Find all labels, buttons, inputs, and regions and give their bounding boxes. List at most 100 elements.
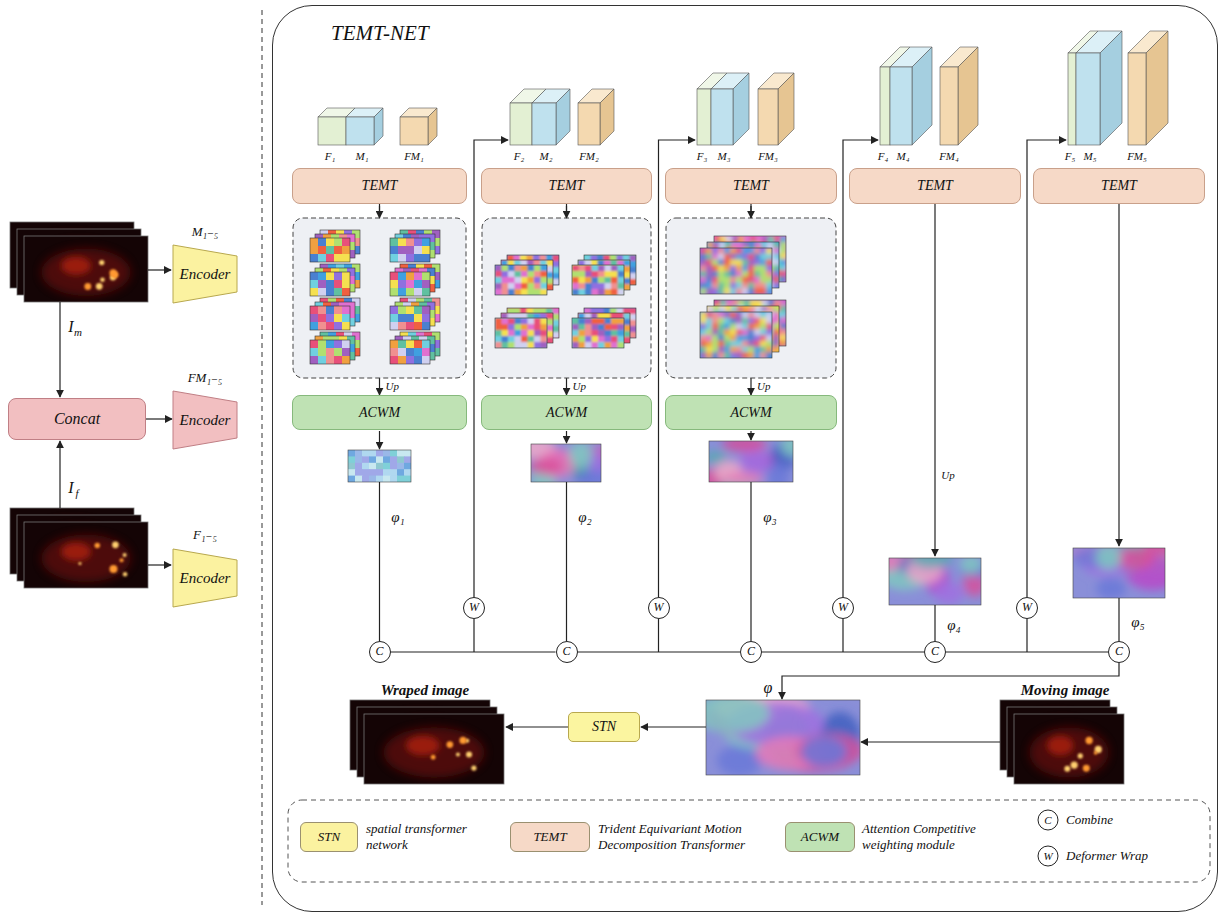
body-glow: [41, 249, 130, 297]
organ: [406, 736, 440, 756]
feature-cells: [714, 300, 786, 346]
feature-map: [395, 302, 435, 326]
feature-cell: [414, 272, 423, 281]
block-front: [346, 117, 374, 145]
feature-cell: [605, 277, 612, 284]
feature-cell: [553, 273, 560, 280]
feature-cell: [334, 322, 343, 330]
feature-cell: [706, 271, 713, 277]
feature-cell: [422, 356, 430, 364]
feature-cell: [706, 260, 713, 266]
feature-cell: [718, 288, 725, 294]
feature-cell: [766, 254, 772, 260]
feature-cell: [712, 265, 719, 271]
flow-line: [1026, 619, 1027, 652]
feature-cell: [624, 337, 631, 343]
temt-box: TEMT: [292, 168, 467, 204]
feature-cell: [732, 300, 739, 306]
feature-cell: [547, 331, 554, 338]
feature-cell: [736, 352, 743, 358]
feature-cell: [756, 236, 763, 242]
feature-cell: [732, 236, 739, 242]
flow-border: [348, 450, 411, 482]
feature-cells: [395, 302, 435, 326]
panel-title: TEMT-NET: [331, 22, 429, 45]
flow-line: [474, 140, 508, 597]
feature-cell: [766, 288, 772, 294]
feature-cell: [592, 342, 599, 348]
feature-cell: [720, 236, 727, 242]
feature-cell: [598, 289, 605, 295]
feature-cell: [310, 254, 319, 262]
feature-cell: [398, 288, 407, 296]
body-glow: [41, 535, 130, 583]
feature-cell: [414, 340, 423, 349]
feature-cell: [630, 279, 637, 285]
feature-map-border: [572, 318, 624, 348]
feature-cell: [534, 271, 541, 278]
feature-cell: [742, 288, 749, 294]
feature-block: [758, 73, 794, 145]
cell-ground: [395, 268, 435, 292]
feature-map: [400, 230, 440, 254]
feature-cell: [422, 288, 430, 296]
flow-cell: [362, 469, 370, 476]
flow-line: [641, 726, 706, 727]
feature-map-border: [700, 312, 772, 358]
feature-cell: [553, 261, 560, 268]
feature-map-border: [578, 313, 630, 343]
feature-map-border: [310, 238, 350, 262]
flow-border: [1073, 548, 1165, 598]
flow-blob: [780, 441, 793, 456]
feature-cells: [395, 234, 435, 258]
feature-cell: [598, 283, 605, 290]
organ: [1047, 736, 1073, 756]
flow-cell: [355, 450, 363, 457]
feature-cell: [398, 356, 407, 364]
feature-cell: [780, 323, 786, 329]
feature-cell: [406, 340, 415, 349]
feature-cell: [495, 324, 502, 331]
hot-spot: [112, 541, 119, 548]
feature-cell: [730, 341, 737, 347]
feature-cell: [714, 236, 721, 242]
feature-cells: [707, 242, 779, 288]
feature-cell: [541, 324, 548, 331]
feature-cell: [748, 248, 755, 254]
flow-blob: [723, 472, 763, 482]
feature-cell: [706, 329, 713, 335]
feature-cell: [712, 324, 719, 330]
feature-cell: [748, 329, 755, 335]
feature-cell: [398, 254, 407, 262]
flow-blob: [767, 461, 789, 482]
cell-ground: [400, 332, 440, 356]
cell-ground: [390, 272, 430, 296]
feature-map-border: [310, 272, 350, 296]
flow-border: [531, 444, 601, 482]
feature-cell: [310, 314, 319, 323]
flow-cell: [355, 463, 363, 470]
flow-cell: [390, 456, 398, 463]
feature-cell: [605, 342, 612, 348]
feature-cell: [706, 324, 713, 330]
feature-cell: [572, 289, 579, 295]
feature-cell: [334, 272, 343, 281]
acwm-box: ACWM: [481, 395, 652, 430]
flow-cell: [404, 476, 411, 482]
feature-cell: [748, 352, 755, 358]
feature-cell: [310, 356, 319, 364]
feature-cell: [515, 330, 522, 337]
feature-cell: [541, 342, 548, 348]
feature-map: [315, 234, 355, 258]
feature-cell: [724, 318, 731, 324]
cell-ground: [495, 318, 547, 348]
feature-cell: [736, 277, 743, 283]
feature-map: [507, 308, 559, 338]
feature-cell: [748, 277, 755, 283]
feature-cell: [521, 283, 528, 290]
cell-ground: [707, 242, 779, 288]
feature-cell: [528, 336, 535, 343]
feature-cell: [342, 246, 350, 255]
feature-cell: [624, 319, 631, 326]
flow-cell: [397, 456, 405, 463]
